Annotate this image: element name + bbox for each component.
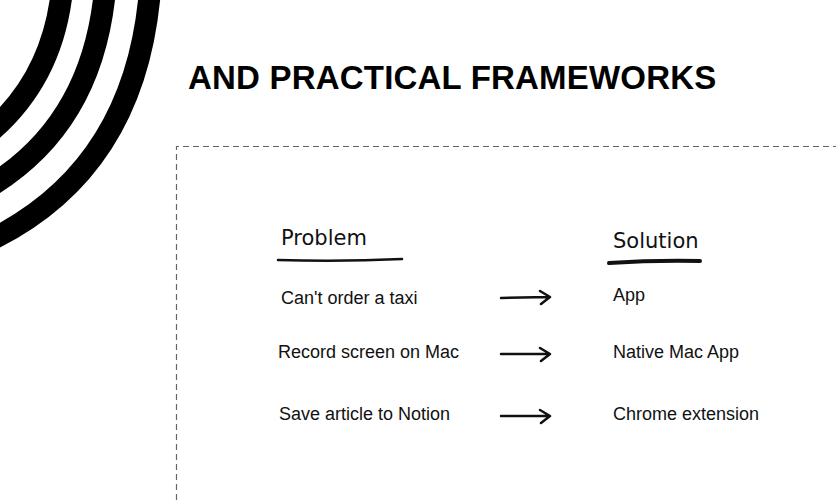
underline: [609, 261, 700, 263]
dashed-frame: [177, 147, 836, 500]
arrow: [501, 291, 550, 304]
stripe: [0, 0, 62, 140]
solution-text: App: [613, 285, 645, 306]
underline: [278, 259, 402, 261]
problem-text: Can't order a taxi: [281, 288, 418, 309]
problem-text: Record screen on Mac: [278, 342, 459, 363]
column-header: Problem: [281, 226, 367, 250]
title: AND PRACTICAL FRAMEWORKS: [188, 59, 717, 97]
solution-text: Native Mac App: [613, 342, 739, 363]
arrows: [501, 291, 550, 423]
solution-text: Chrome extension: [613, 404, 759, 425]
arrow: [501, 348, 550, 361]
column-header: Solution: [613, 229, 699, 253]
stripe: [0, 0, 105, 192]
problem-text: Save article to Notion: [279, 404, 450, 425]
decor-stripes: [0, 0, 150, 245]
stripe: [0, 0, 150, 245]
arrow: [501, 410, 550, 423]
